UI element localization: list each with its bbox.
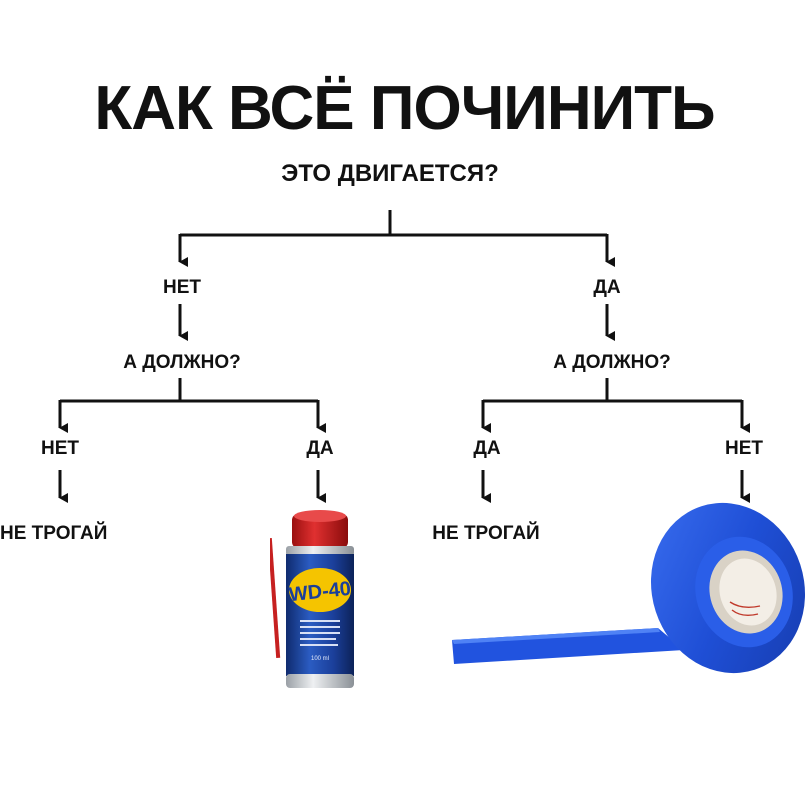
page-title: КАК ВСЁ ПОЧИНИТЬ xyxy=(94,74,715,143)
leaf-left-no-label: НЕТ xyxy=(41,438,79,459)
blue-tape-roll-image xyxy=(452,502,806,674)
branch-yes-label: ДА xyxy=(593,277,621,298)
wd40-can-image: WD-40 100 ml xyxy=(270,510,354,688)
can-volume: 100 ml xyxy=(311,656,329,662)
branch-no-question: А ДОЛЖНО? xyxy=(123,352,241,373)
branch-no-label: НЕТ xyxy=(163,277,201,298)
branch-yes-question: А ДОЛЖНО? xyxy=(553,352,671,373)
result-dont-touch-right: НЕ ТРОГАЙ xyxy=(432,523,540,544)
result-dont-touch-left: НЕ ТРОГАЙ xyxy=(0,523,108,544)
leaf-right-no-label: НЕТ xyxy=(725,438,763,459)
leaf-right-yes-label: ДА xyxy=(473,438,501,459)
root-question: ЭТО ДВИГАЕТСЯ? xyxy=(281,160,499,187)
leaf-left-yes-label: ДА xyxy=(306,438,334,459)
